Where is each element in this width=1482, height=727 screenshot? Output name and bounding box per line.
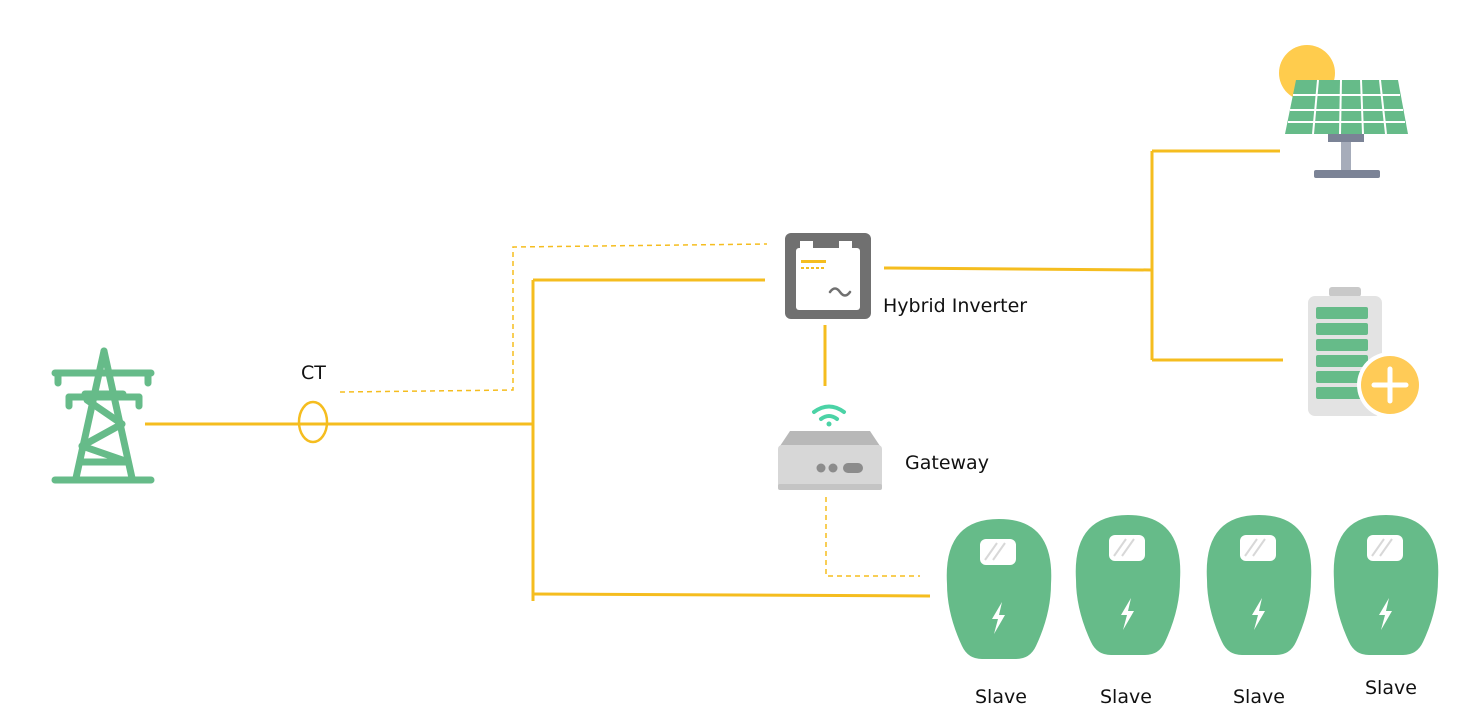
ev-charger-icon bbox=[1205, 514, 1313, 656]
slave-label: Slave bbox=[975, 686, 1027, 708]
battery-icon bbox=[1308, 287, 1423, 418]
ev-charger-icon bbox=[1074, 514, 1182, 656]
transmission-tower-icon bbox=[51, 347, 155, 484]
ct-label: CT bbox=[301, 362, 326, 384]
slave-label: Slave bbox=[1233, 686, 1285, 708]
gateway-label: Gateway bbox=[905, 452, 989, 474]
wifi-signal-icon bbox=[812, 404, 846, 427]
hybrid-inverter-icon bbox=[785, 233, 871, 319]
inverter-to-dc-line bbox=[883, 266, 1153, 272]
inverter-label: Hybrid Inverter bbox=[883, 295, 1028, 317]
solar-panel-icon bbox=[1279, 45, 1408, 178]
bus-to-chargers-line bbox=[532, 592, 931, 598]
ct-sensor bbox=[297, 400, 329, 444]
gateway-router-icon bbox=[778, 431, 882, 490]
power-lines bbox=[145, 149, 1283, 601]
ct-to-inverter-comm-line bbox=[339, 243, 768, 393]
slave-label: Slave bbox=[1100, 686, 1152, 708]
comm-lines bbox=[339, 243, 920, 577]
gateway-to-charger-comm-line bbox=[825, 497, 920, 577]
ev-charger-icon bbox=[1332, 514, 1440, 656]
slave-label: Slave bbox=[1365, 677, 1417, 699]
ev-charger-icon bbox=[945, 518, 1053, 660]
